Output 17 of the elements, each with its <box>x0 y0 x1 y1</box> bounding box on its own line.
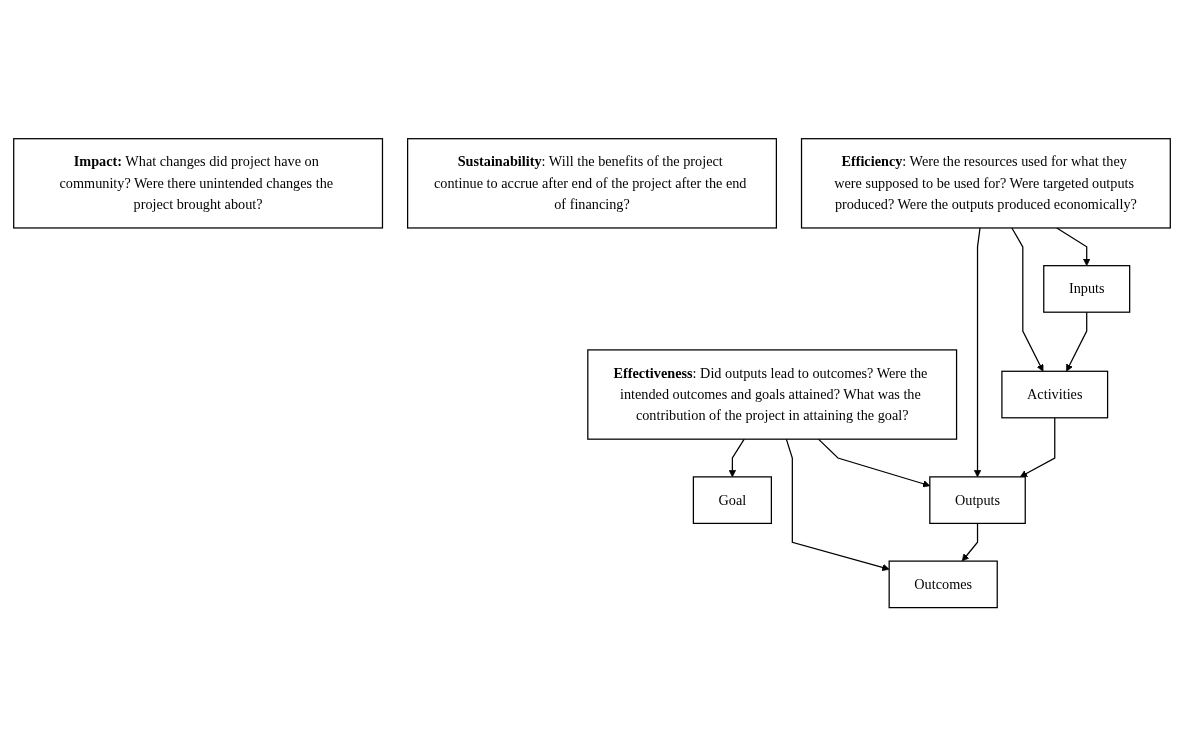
node-box: Outcomes <box>888 560 998 609</box>
node-box: Goal <box>692 476 772 525</box>
node-box: Outputs <box>928 476 1026 525</box>
node-box: Sustainability: Will the benefits of the project continue to accrue after end of the project after the end of financing? <box>406 138 777 229</box>
arrow <box>817 438 930 488</box>
arrow <box>973 227 981 478</box>
arrow <box>961 523 978 562</box>
arrow <box>1065 311 1087 372</box>
arrow <box>728 438 745 478</box>
arrow <box>785 438 889 572</box>
node-box: Impact: What changes did project have on community? Were there unintended changes the project brought about? <box>12 138 383 229</box>
node-box: Activities <box>1000 371 1108 419</box>
node-box: Inputs <box>1042 265 1130 314</box>
node-box: Effectiveness: Did outputs lead to outcomes? Were the intended outcomes and goals attained? What was the contribution of the project in attaining the goal? <box>586 349 957 441</box>
node-box: Efficiency: Were the resources used for what they were supposed to be used for? Were targeted outputs produced? Were the outputs produced economically? <box>800 138 1171 229</box>
arrow <box>1010 227 1043 372</box>
arrow <box>1019 417 1055 478</box>
